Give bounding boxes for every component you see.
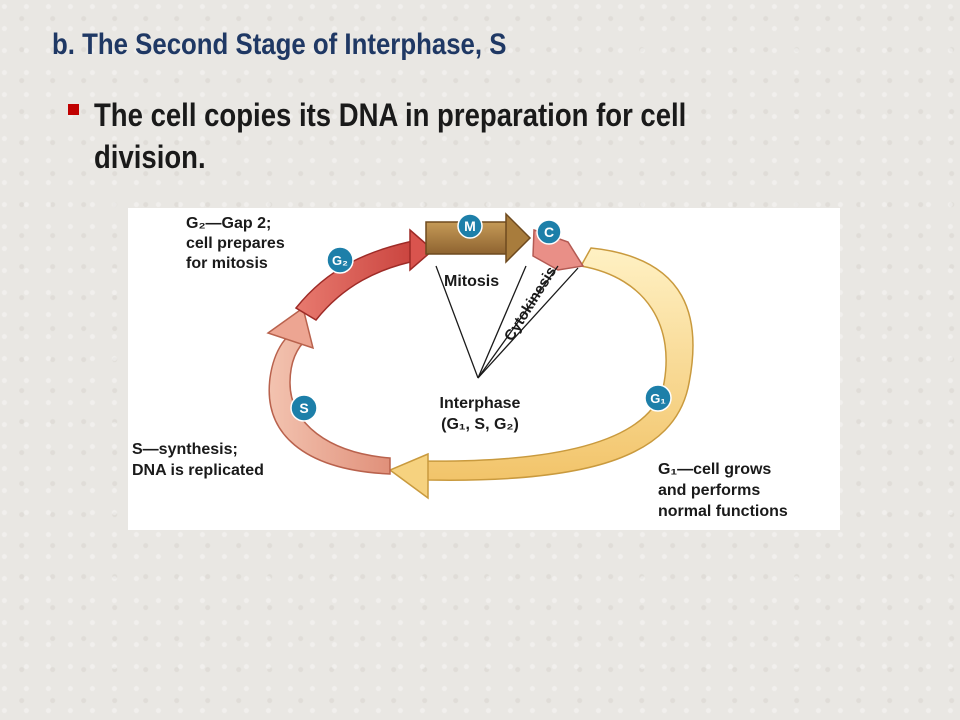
interphase-pointer-lines [435, 265, 579, 379]
g2-label-line-1: G₂—Gap 2; [186, 215, 271, 232]
interphase-phases-label: (G₁, S, G₂) [441, 416, 519, 433]
g1-arrowhead [388, 452, 429, 500]
interphase-label: Interphase [440, 395, 521, 412]
g2-description: G₂—Gap 2; cell prepares for mitosis [186, 215, 285, 272]
g2-label-line-3: for mitosis [186, 255, 268, 272]
bullet-square-icon [68, 104, 79, 115]
g1-label-line-1: G₁—cell grows [658, 461, 771, 478]
g1-label-line-2: and performs [658, 482, 760, 499]
bullet-text: The cell copies its DNA in preparation f… [94, 97, 687, 175]
slide-title: b. The Second Stage of Interphase, S [52, 28, 507, 61]
badge-g2: G₂ [326, 246, 354, 274]
s-phase-arrow [268, 321, 391, 475]
badge-g2-text: G₂ [332, 253, 348, 268]
g2-arrowhead [409, 228, 435, 272]
badge-m: M [457, 213, 483, 239]
s-label-line-1: S—synthesis; [132, 441, 238, 458]
badge-c: C [536, 219, 562, 245]
g2-phase-arrow [294, 239, 421, 321]
s-arrowhead [266, 306, 315, 350]
g1-label-line-3: normal functions [658, 503, 788, 520]
badge-c-text: C [544, 224, 554, 240]
g2-label-line-2: cell prepares [186, 235, 285, 252]
s-label-line-2: DNA is replicated [132, 462, 264, 479]
mitosis-arrowhead [505, 212, 532, 264]
badge-s-text: S [299, 400, 308, 416]
g1-description: G₁—cell grows and performs normal functi… [658, 461, 788, 520]
badge-m-text: M [464, 218, 476, 234]
s-description: S—synthesis; DNA is replicated [132, 441, 264, 479]
badge-g1: G₁ [644, 384, 672, 412]
badge-s: S [290, 394, 318, 422]
mitosis-label: Mitosis [444, 273, 499, 290]
badge-g1-text: G₁ [650, 391, 666, 406]
cell-cycle-diagram: M C G₂ S G₁ G₂—Gap 2; cell prepares for … [128, 208, 840, 530]
